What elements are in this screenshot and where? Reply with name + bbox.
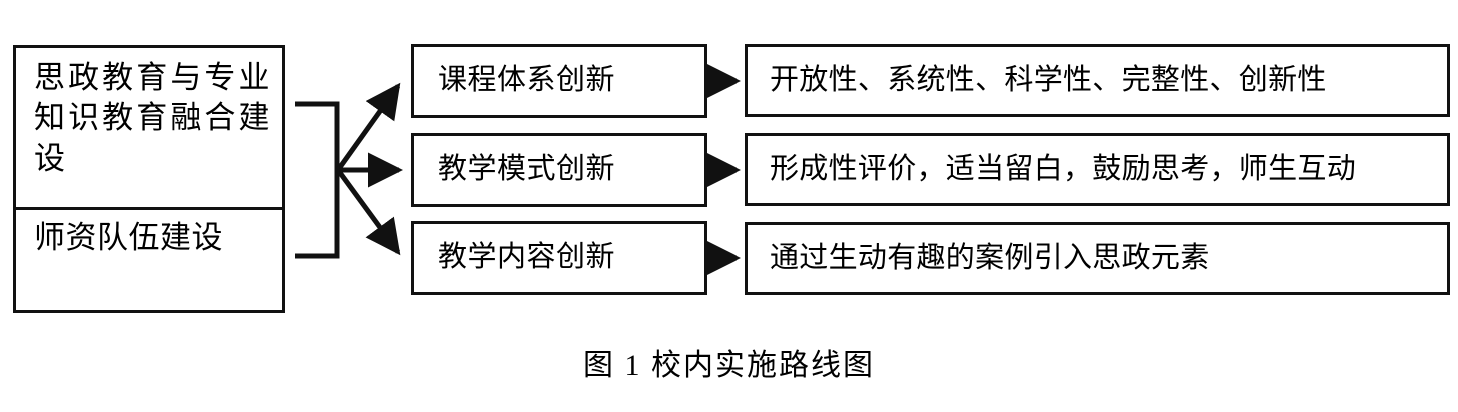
node-label: 思政教育与专业知识教育融合建设 [34, 60, 270, 176]
node-label: 师资队伍建设 [34, 220, 223, 255]
fan-arrow-to-mid-0 [335, 82, 401, 172]
node-label: 课程体系创新 [438, 64, 616, 97]
node-integration-construction[interactable]: 思政教育与专业知识教育融合建设 [13, 45, 285, 207]
node-curriculum-attributes[interactable]: 开放性、系统性、科学性、完整性、创新性 [745, 44, 1450, 117]
node-label: 通过生动有趣的案例引入思政元素 [770, 241, 1210, 274]
node-teaching-content-innovation[interactable]: 教学内容创新 [411, 221, 707, 295]
node-teaching-mode-methods[interactable]: 形成性评价，适当留白，鼓励思考，师生互动 [745, 133, 1450, 206]
node-label: 开放性、系统性、科学性、完整性、创新性 [770, 63, 1327, 96]
fan-arrow-to-mid-2 [335, 168, 401, 256]
node-teaching-content-method[interactable]: 通过生动有趣的案例引入思政元素 [745, 222, 1450, 295]
node-curriculum-system-innovation[interactable]: 课程体系创新 [411, 44, 707, 118]
group-bracket-icon [295, 101, 340, 259]
node-teaching-mode-innovation[interactable]: 教学模式创新 [411, 133, 707, 207]
node-label: 教学模式创新 [438, 153, 616, 186]
figure-caption: 图 1 校内实施路线图 [583, 349, 875, 382]
node-faculty-construction[interactable]: 师资队伍建设 [13, 207, 285, 313]
node-label: 形成性评价，适当留白，鼓励思考，师生互动 [770, 152, 1357, 185]
node-label: 教学内容创新 [438, 241, 616, 274]
